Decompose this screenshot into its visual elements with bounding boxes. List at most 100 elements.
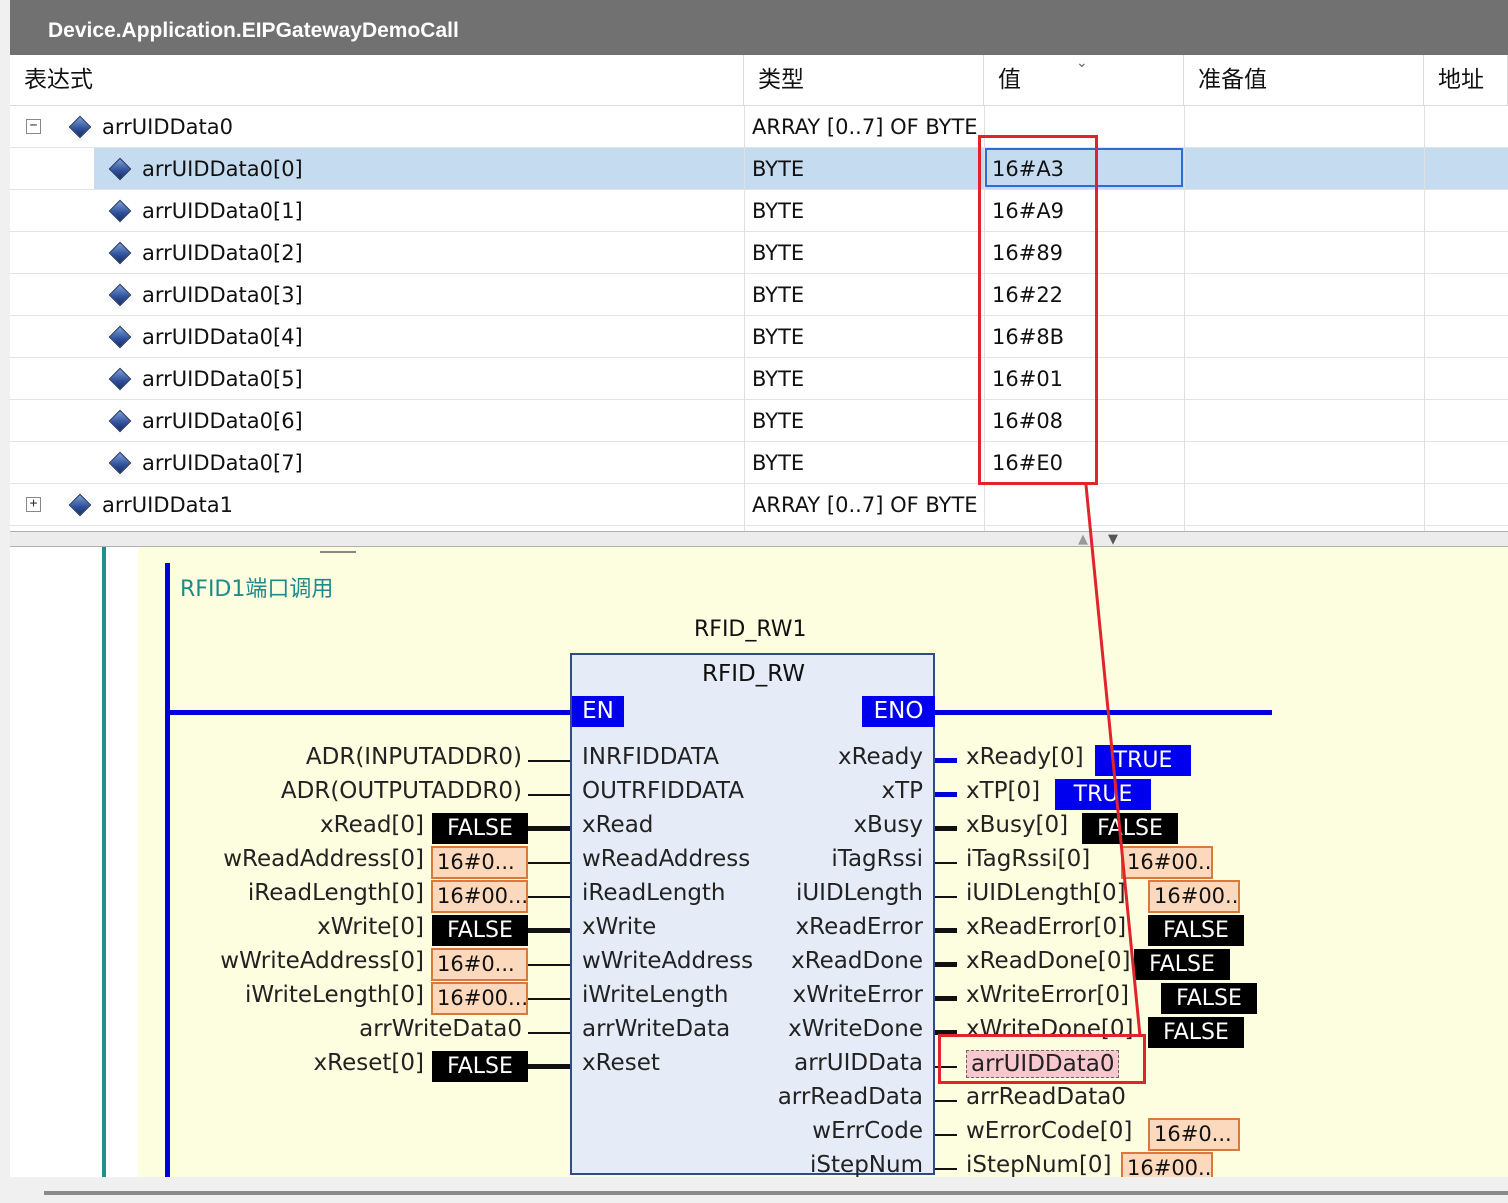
watch-value[interactable]: 16#89 <box>992 241 1064 265</box>
output-actual-parameter[interactable]: wErrorCode[0] <box>966 1118 1133 1144</box>
watch-type: BYTE <box>752 157 805 181</box>
input-actual-parameter[interactable]: arrWriteData0 <box>359 1016 522 1042</box>
watch-value[interactable]: 16#8B <box>992 325 1065 349</box>
input-actual-parameter[interactable]: wReadAddress[0] <box>223 846 424 872</box>
column-header-prepared-value[interactable]: 准备值 <box>1184 55 1424 106</box>
output-actual-parameter[interactable]: xReady[0] <box>966 744 1084 770</box>
input-pin-label: iReadLength <box>582 880 726 906</box>
input-value-numeric[interactable]: 16#0... <box>431 948 528 981</box>
input-actual-parameter[interactable]: iWriteLength[0] <box>244 982 424 1008</box>
input-value-bool[interactable]: FALSE <box>432 915 528 946</box>
output-value-bool[interactable]: TRUE <box>1055 779 1151 810</box>
input-actual-parameter[interactable]: wWriteAddress[0] <box>220 948 424 974</box>
selection-highlight <box>94 148 1508 189</box>
output-value-numeric[interactable]: 16#00... <box>1121 1152 1213 1177</box>
output-actual-parameter[interactable]: xReadDone[0] <box>966 948 1131 974</box>
collapse-icon[interactable]: − <box>26 119 41 134</box>
horizontal-scrollbar-area[interactable] <box>0 1177 1508 1203</box>
input-wire <box>528 826 570 831</box>
output-pin-label: arrReadData <box>777 1084 923 1110</box>
input-value-bool[interactable]: FALSE <box>432 813 528 844</box>
function-block[interactable]: RFID_RW EN ENO <box>570 653 935 1175</box>
en-pin[interactable]: EN <box>572 696 624 727</box>
input-actual-parameter[interactable]: xWrite[0] <box>317 914 424 940</box>
watch-value[interactable]: 16#A9 <box>992 199 1065 223</box>
output-value-numeric[interactable]: 16#00... <box>1148 880 1240 913</box>
column-divider <box>1184 106 1185 531</box>
watch-expression: arrUIDData0[0] <box>142 157 303 181</box>
output-actual-parameter[interactable]: iStepNum[0] <box>966 1152 1112 1177</box>
watch-value[interactable]: 16#01 <box>992 367 1064 391</box>
column-header-address[interactable]: 地址 <box>1424 55 1508 106</box>
output-value-bool[interactable]: FALSE <box>1161 983 1257 1014</box>
output-actual-parameter[interactable]: iTagRssi[0] <box>966 846 1091 872</box>
output-actual-parameter[interactable]: xTP[0] <box>966 778 1041 804</box>
column-header-value[interactable]: 值 <box>984 55 1184 106</box>
input-value-numeric[interactable]: 16#0... <box>431 846 528 879</box>
output-wire <box>935 896 957 898</box>
output-wire <box>935 792 957 797</box>
output-pin-label: xReadDone <box>791 948 923 974</box>
input-value-bool[interactable]: FALSE <box>432 1051 528 1082</box>
input-actual-parameter[interactable]: ADR(OUTPUTADDR0) <box>280 778 522 804</box>
output-value-numeric[interactable]: 16#00... <box>1121 846 1213 879</box>
sort-chevron-icon: ⌄ <box>1076 55 1088 71</box>
column-header-expression[interactable]: 表达式 <box>10 55 744 106</box>
fb-instance-name[interactable]: RFID_RW1 <box>694 617 807 642</box>
output-value-bool[interactable]: FALSE <box>1148 915 1244 946</box>
watch-row[interactable]: arrUIDData0[0] BYTE 16#A3 <box>10 148 1508 190</box>
input-wire <box>528 794 570 796</box>
pane-splitter[interactable]: ▲ ▼ <box>10 531 1508 547</box>
input-wire <box>528 1032 570 1034</box>
watch-type: ARRAY [0..7] OF BYTE <box>752 115 978 139</box>
watch-value[interactable]: 16#E0 <box>992 451 1063 475</box>
output-actual-parameter[interactable]: arrReadData0 <box>966 1084 1126 1110</box>
output-value-bool[interactable]: FALSE <box>1148 1017 1244 1048</box>
expand-icon[interactable]: + <box>26 497 41 512</box>
input-value-numeric[interactable]: 16#00... <box>431 982 528 1015</box>
output-actual-parameter[interactable]: arrUIDData0 <box>966 1050 1120 1078</box>
input-actual-parameter[interactable]: iReadLength[0] <box>247 880 424 906</box>
output-value-bool[interactable]: FALSE <box>1082 813 1178 844</box>
network-comment[interactable]: RFID1端口调用 <box>180 577 334 602</box>
input-actual-parameter[interactable]: ADR(INPUTADDR0) <box>305 744 522 770</box>
variable-icon <box>68 493 92 517</box>
left-power-rail <box>165 563 170 1177</box>
horizontal-scrollbar[interactable] <box>44 1191 1508 1195</box>
input-wire <box>528 760 570 762</box>
output-value-numeric[interactable]: 16#0... <box>1148 1118 1240 1151</box>
eno-pin[interactable]: ENO <box>862 696 935 727</box>
input-actual-parameter[interactable]: xRead[0] <box>320 812 424 838</box>
output-pin-label: xReady <box>837 744 923 770</box>
output-wire <box>935 962 957 967</box>
watch-value[interactable]: 16#A3 <box>992 157 1065 181</box>
output-pin-label: iUIDLength <box>795 880 923 906</box>
output-value-bool[interactable]: TRUE <box>1095 745 1191 776</box>
value-cell-focus <box>985 148 1183 187</box>
watch-value[interactable]: 16#22 <box>992 283 1064 307</box>
fbd-editor[interactable]: RFID1端口调用 RFID_RW1 RFID_RW EN ENO INRFID… <box>10 547 1508 1177</box>
output-value-bool[interactable]: FALSE <box>1134 949 1230 980</box>
column-divider <box>744 106 745 531</box>
output-actual-parameter[interactable]: xReadError[0] <box>966 914 1127 940</box>
output-wire <box>935 1134 957 1136</box>
output-actual-parameter[interactable]: xBusy[0] <box>966 812 1069 838</box>
input-actual-parameter[interactable]: xReset[0] <box>313 1050 424 1076</box>
variable-icon <box>108 367 132 391</box>
watch-value[interactable]: 16#08 <box>992 409 1064 433</box>
input-value-numeric[interactable]: 16#00... <box>431 880 528 913</box>
output-actual-parameter[interactable]: iUIDLength[0] <box>966 880 1126 906</box>
output-actual-parameter[interactable]: xWriteError[0] <box>966 982 1129 1008</box>
output-wire <box>935 826 957 831</box>
column-header-type[interactable]: 类型 <box>744 55 984 106</box>
